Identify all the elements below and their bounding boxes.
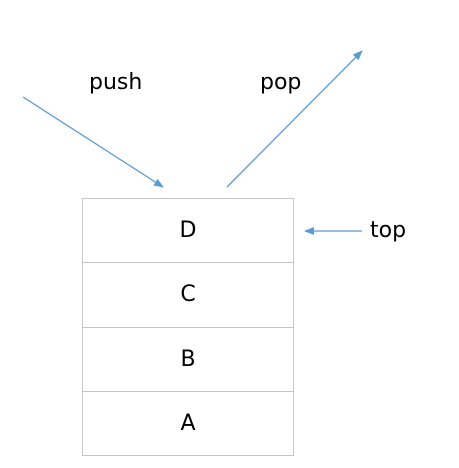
push-arrow [22,96,164,188]
stack-cell-b: B [83,326,293,391]
stack-cell-c: C [83,262,293,326]
stack: D C B A [82,198,294,456]
pop-label: pop [260,70,302,95]
push-label: push [89,70,143,95]
stack-cell-a: A [83,390,293,455]
stack-cell-d: D [179,218,197,244]
top-label: top [370,218,407,243]
pop-arrow [226,50,363,188]
